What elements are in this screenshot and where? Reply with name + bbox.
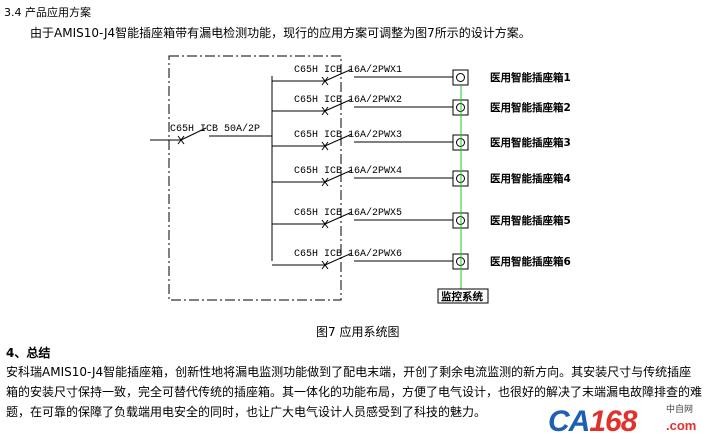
logo-subtitle: 中自网	[666, 405, 694, 415]
summary-heading: 4、总结	[6, 346, 51, 360]
branch-breaker-label: C65H ICB 16A/2P	[294, 207, 384, 219]
monitor-box	[437, 288, 489, 304]
branch-breaker-label: C65H ICB 16A/2P	[294, 248, 384, 260]
socket-icon	[456, 73, 465, 82]
branch-breaker-label: C65H ICB 16A/2P	[294, 129, 384, 141]
circuit-label: WX1	[384, 65, 402, 76]
site-logo: CA168 中自网 .com	[548, 405, 714, 445]
logo-ca: CA	[548, 405, 590, 438]
socket-box-label: 医用智能插座箱5	[490, 214, 571, 227]
branch-breaker-label: C65H ICB 16A/2P	[294, 94, 384, 106]
summary-line-3: 题，在可靠的保障了负载端用电安全的同时，也让广大电气设计人员感受到了科技的魅力。	[6, 405, 487, 419]
main-breaker: C65H ICB 50A/2P	[150, 123, 272, 145]
socket-box-label: 医用智能插座箱6	[490, 255, 571, 268]
circuit-label: WX5	[384, 208, 402, 219]
socket-box-label: 医用智能插座箱2	[490, 101, 571, 114]
summary-line-1: 安科瑞AMIS10-J4智能插座箱，创新性地将漏电监测功能做到了配电末端，开创了…	[6, 365, 692, 379]
circuit-label: WX2	[384, 95, 402, 106]
circuit-label: WX6	[384, 249, 402, 260]
logo-domain: .com	[666, 418, 697, 433]
socket-box-label: 医用智能插座箱1	[490, 71, 571, 84]
figure-caption: 图7 应用系统图	[316, 325, 400, 339]
circuit-label: WX4	[384, 166, 402, 177]
summary-line-2: 箱的安装尺寸保持一致，完全可替代传统的插座箱。其一体化的功能布局，方便了电气设计…	[6, 385, 703, 399]
socket-box-label: 医用智能插座箱3	[490, 136, 571, 149]
section-heading: 3.4 产品应用方案	[4, 6, 91, 19]
enclosure-dashed	[168, 55, 342, 301]
main-breaker-label: C65H ICB 50A/2P	[170, 123, 260, 135]
logo-number: 168	[589, 405, 637, 438]
monitor-label: 监控系统	[441, 290, 483, 303]
branch-breaker-label: C65H ICB 16A/2P	[294, 64, 384, 76]
socket-box	[452, 69, 469, 86]
branch-breaker-label: C65H ICB 16A/2P	[294, 165, 384, 177]
intro-text: 由于AMIS10-J4智能插座箱带有漏电检测功能，现行的应用方案可调整为图7所示…	[30, 26, 531, 40]
socket-box-label: 医用智能插座箱4	[490, 172, 571, 185]
circuit-label: WX3	[384, 130, 402, 141]
